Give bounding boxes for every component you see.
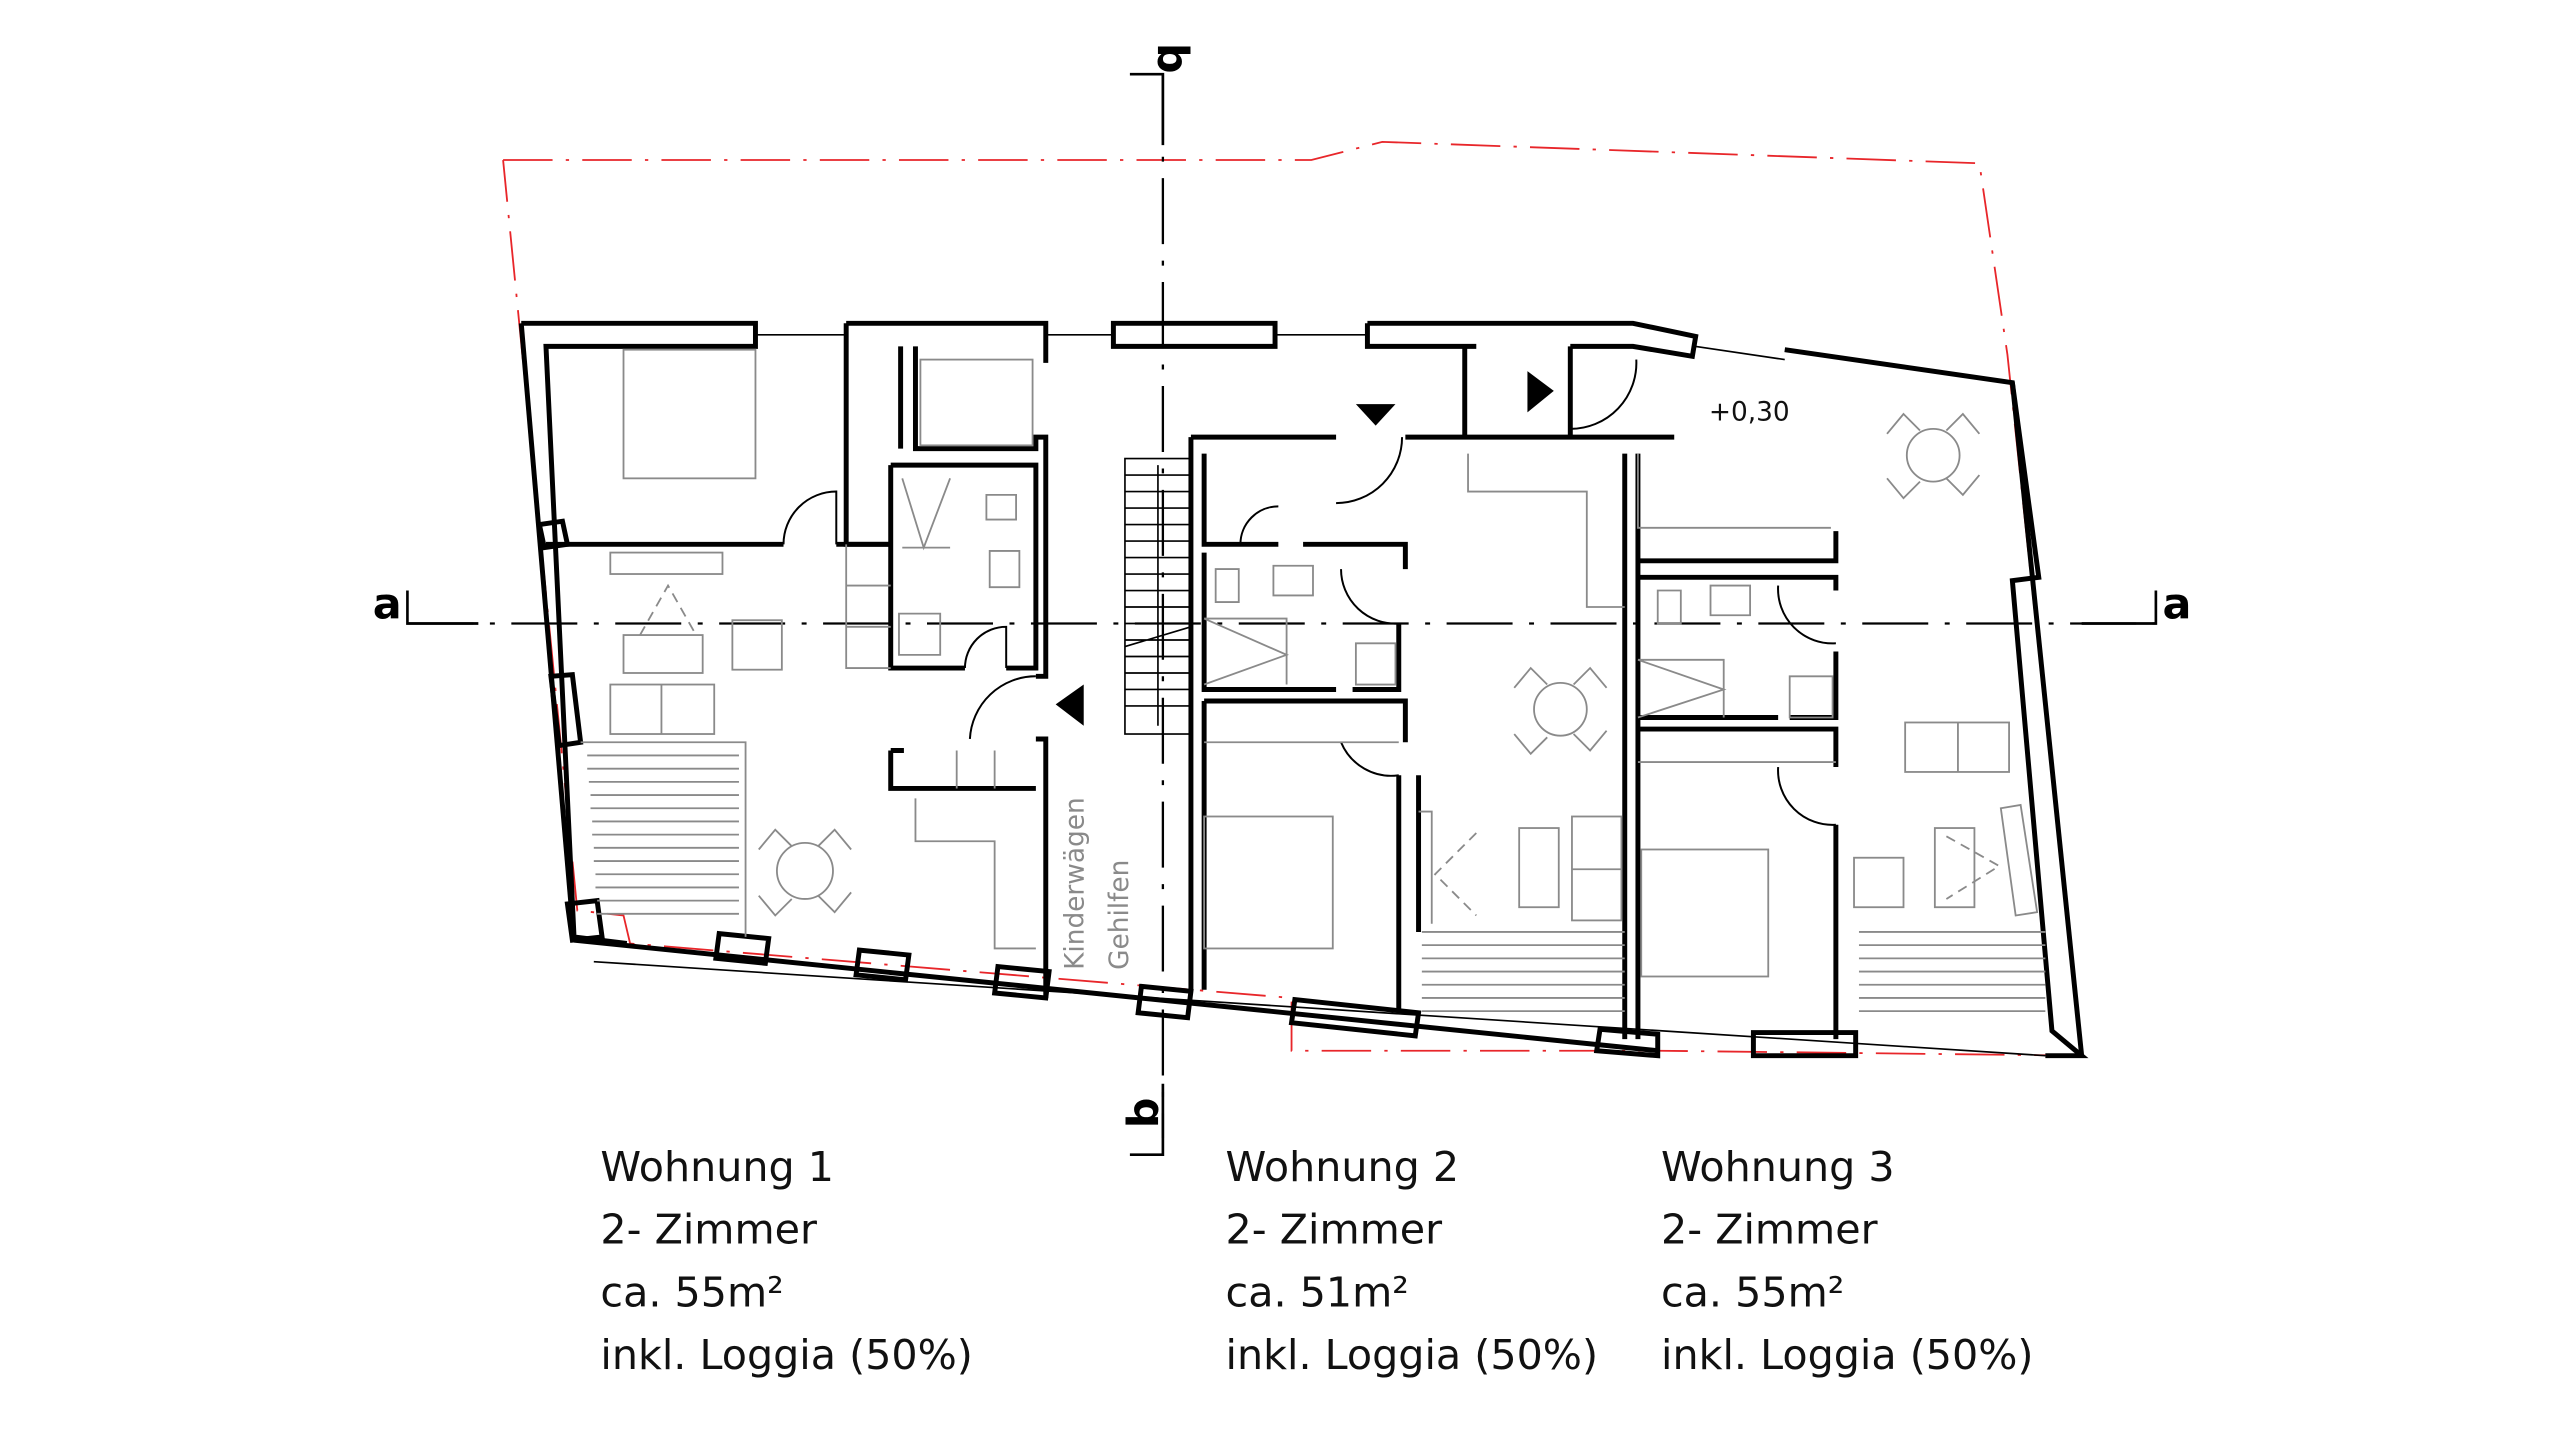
apartment-1-info: Wohnung 1 2- Zimmer ca. 55m² inkl. Loggi… [600, 1143, 972, 1379]
apartment-rooms: 2- Zimmer [1661, 1206, 1878, 1254]
section-label-b-top: b [1147, 43, 1197, 74]
bed [622, 348, 757, 480]
level-annotation: +0,30 [1709, 398, 1790, 428]
storage-label-walkers: Gehilfen [1105, 860, 1135, 970]
section-label-b-bottom: b [1119, 1098, 1169, 1129]
bathtub [919, 358, 1034, 447]
door-swings [782, 359, 1836, 826]
apartment-area: ca. 55m² [1661, 1268, 1844, 1316]
entrance-arrow-icon [1527, 371, 1554, 413]
apartment-rooms: 2- Zimmer [600, 1206, 817, 1254]
section-marker-b-bottom-bracket [1129, 1083, 1165, 1156]
dining-table [776, 841, 834, 900]
section-marker-b-top-bracket [1129, 72, 1165, 146]
entrance-arrow-icon [1055, 684, 1084, 726]
interior-walls [545, 346, 1839, 1040]
apartment-3-info: Wohnung 3 2- Zimmer ca. 55m² inkl. Loggi… [1661, 1143, 2033, 1379]
tv-unit [622, 634, 704, 674]
entrance-arrow-icon [1355, 404, 1396, 426]
loggia-hatching [580, 741, 2046, 1013]
exterior-walls [518, 320, 2089, 1059]
dining-table [1905, 427, 1961, 483]
apartment-note: inkl. Loggia (50%) [600, 1331, 972, 1379]
storage-label-strollers: Kinderwägen [1061, 797, 1091, 970]
apartment-area: ca. 51m² [1226, 1268, 1409, 1316]
apartment-note: inkl. Loggia (50%) [1661, 1331, 2033, 1379]
apartment-rooms: 2- Zimmer [1226, 1206, 1443, 1254]
apartment-name: Wohnung 1 [600, 1143, 834, 1191]
section-label-a-right: a [2162, 580, 2191, 630]
armchair [1853, 856, 1905, 909]
apartment-area: ca. 55m² [600, 1268, 783, 1316]
section-marker-a-left-bracket [406, 590, 479, 625]
apartment-note: inkl. Loggia (50%) [1226, 1331, 1598, 1379]
section-label-a-left: a [373, 580, 402, 630]
apartment-name: Wohnung 3 [1661, 1143, 1895, 1191]
property-boundary-line [502, 140, 2083, 1057]
bed [1640, 848, 1770, 978]
bed [1203, 815, 1334, 950]
furniture [609, 348, 2039, 978]
dining-table [1533, 681, 1588, 737]
staircase [1124, 457, 1192, 735]
section-marker-a-right-bracket [2081, 590, 2158, 625]
apartment-2-info: Wohnung 2 2- Zimmer ca. 51m² inkl. Loggi… [1226, 1143, 1598, 1379]
armchair [731, 619, 783, 671]
apartment-name: Wohnung 2 [1226, 1143, 1460, 1191]
